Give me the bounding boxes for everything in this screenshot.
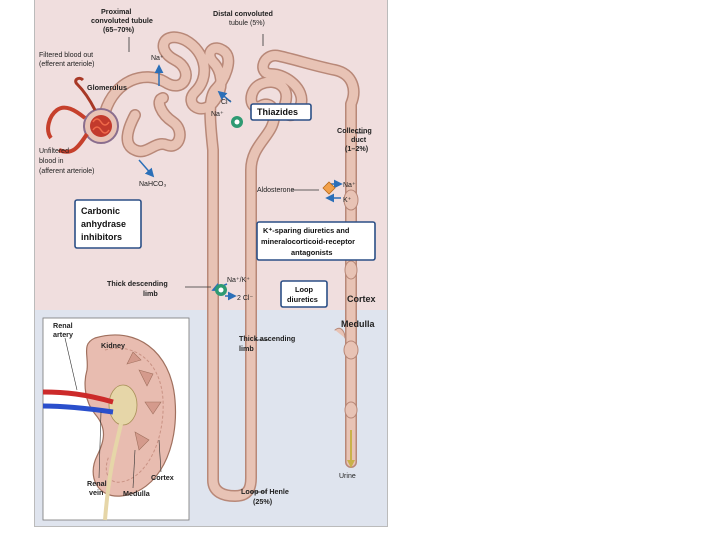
loop-diuretics-box: Loop diuretics xyxy=(280,280,328,308)
k-sparing-box: K⁺-sparing diuretics and mineralocortico… xyxy=(256,221,376,261)
filtered-out-1: Filtered blood out xyxy=(39,52,93,59)
nephron-figure: Thiazides Carbonic anhydrase inhibitors … xyxy=(34,0,388,527)
renal-vein-vessel xyxy=(42,403,114,415)
carbonic-line-1: Carbonic xyxy=(81,206,120,216)
na-ion-thiazide: Na⁺ xyxy=(211,111,224,118)
glomerulus-label: Glomerulus xyxy=(87,83,127,92)
kidney-inset: Renal artery Kidney Renal vein Cortex Me… xyxy=(42,317,190,521)
aldosterone-label: Aldosterone xyxy=(257,187,294,194)
carbonic-anhydrase-box: Carbonic anhydrase inhibitors xyxy=(74,199,142,249)
k-sparing-line-2: mineralocorticoid-receptor xyxy=(261,237,355,246)
k-ion: K⁺ xyxy=(343,197,352,204)
thick-asc-label-1: Thick ascending xyxy=(239,334,295,343)
transporter-icons xyxy=(215,116,336,296)
unfiltered-in-1: Unfiltered xyxy=(39,148,69,155)
thick-desc-label-2: limb xyxy=(143,289,158,298)
inset-medulla-label: Medulla xyxy=(123,489,151,498)
loop-henle-label-1: Loop of Henle xyxy=(241,487,289,496)
collecting-label-2: duct xyxy=(351,135,367,144)
na-ion-top: Na⁺ xyxy=(151,55,164,62)
urine-arrow xyxy=(347,460,355,468)
loop-line-1: Loop xyxy=(295,285,314,294)
distal-label-1: Distal convoluted xyxy=(213,9,273,18)
two-cl-loop: 2 Cl⁻ xyxy=(237,295,253,302)
renal-vein-label-1: Renal xyxy=(87,479,107,488)
renal-vein-label-2: vein xyxy=(89,488,103,497)
collecting-label-3: (1–2%) xyxy=(345,144,369,153)
nahco3-label: NaHCO₃ xyxy=(139,181,167,188)
loop-henle-label-2: (25%) xyxy=(253,497,273,506)
unfiltered-in-2: blood in xyxy=(39,158,64,165)
carbonic-line-3: inhibitors xyxy=(81,232,122,242)
na-k-loop: Na⁺/K⁺ xyxy=(227,277,250,284)
inset-cortex-label: Cortex xyxy=(151,473,174,482)
unfiltered-in-3: (afferent arteriole) xyxy=(39,168,95,175)
medulla-region-label: Medulla xyxy=(341,319,375,329)
carbonic-line-2: anhydrase xyxy=(81,219,126,229)
k-sparing-line-3: antagonists xyxy=(291,248,332,257)
cortex-region-label: Cortex xyxy=(347,294,376,304)
thiazides-box: Thiazides xyxy=(250,103,312,121)
leader-lines xyxy=(128,34,365,493)
nephron-diagram: Thiazides Carbonic anhydrase inhibitors … xyxy=(35,0,387,526)
renal-pelvis xyxy=(108,384,138,426)
collecting-label-1: Collecting xyxy=(337,126,372,135)
distal-label-2: tubule (5%) xyxy=(229,20,265,27)
thick-asc-label-2: limb xyxy=(239,344,254,353)
proximal-label-3: (65–70%) xyxy=(103,25,135,34)
glomerulus xyxy=(46,76,119,154)
renal-artery-label-2: artery xyxy=(53,330,73,339)
proximal-label-1: Proximal xyxy=(101,7,131,16)
loop-line-2: diuretics xyxy=(287,295,318,304)
filtered-out-2: (efferent arteriole) xyxy=(39,61,95,68)
kidney-label: Kidney xyxy=(101,341,125,350)
renal-artery-vessel xyxy=(42,389,114,405)
na-ion-k-sparing: Na⁺ xyxy=(343,182,356,189)
urine-label: Urine xyxy=(339,473,356,480)
thick-desc-label-1: Thick descending xyxy=(107,279,168,288)
proximal-label-2: convoluted tubule xyxy=(91,16,153,25)
thiazides-label: Thiazides xyxy=(257,107,298,117)
renal-artery-label-1: Renal xyxy=(53,321,73,330)
cl-ion: Cl⁻ xyxy=(221,99,232,106)
k-sparing-line-1: K⁺-sparing diuretics and xyxy=(263,226,350,235)
